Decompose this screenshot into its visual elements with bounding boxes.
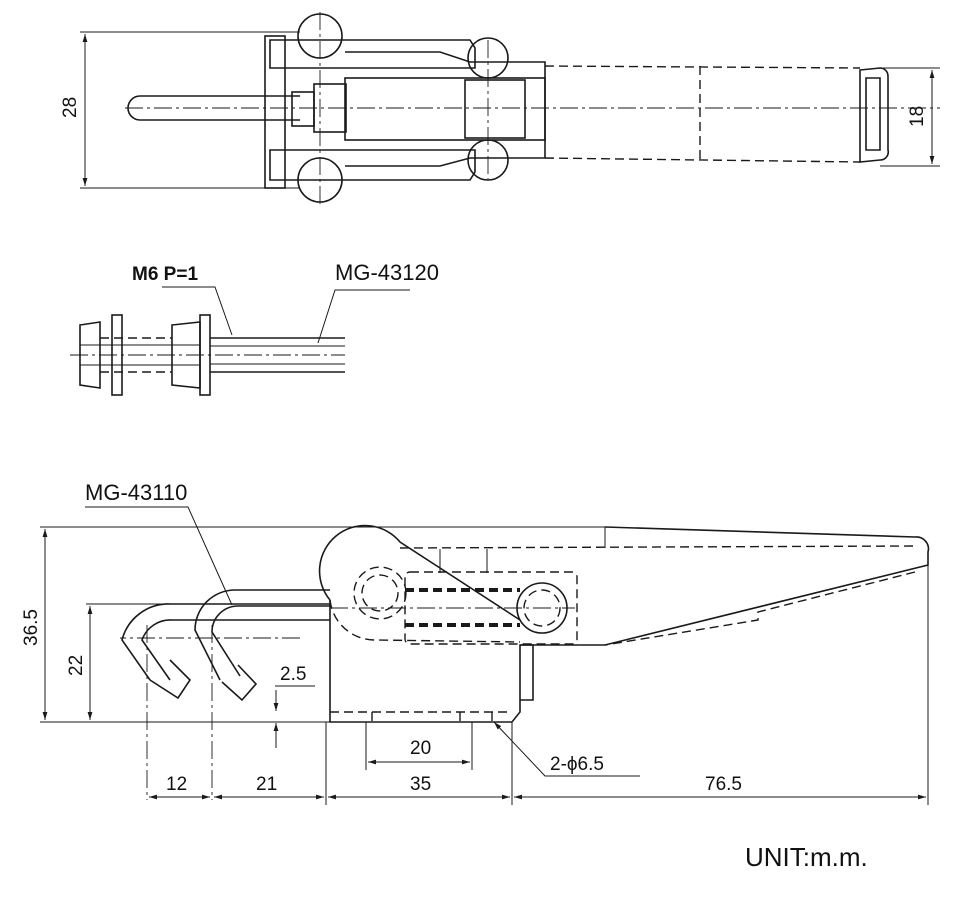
dim-width-18: 18 (907, 106, 928, 127)
dim-base-thickness: 2.5 (280, 664, 306, 685)
dim-hole-spacing: 20 (410, 738, 431, 759)
side-view: MG-43110 36.5 22 (21, 480, 930, 805)
unit-label: UNIT:m.m. (745, 842, 868, 872)
dim-hook-offset: 12 (166, 774, 187, 795)
hook-part-label: MG-43110 (85, 480, 187, 505)
dim-hook-to-base: 21 (256, 774, 277, 795)
rod-part-label: MG-43120 (335, 260, 439, 285)
fastener-view: M6 P=1 MG-43120 (70, 260, 439, 396)
hole-callout: 2-ϕ6.5 (550, 754, 604, 775)
top-view: 28 18 (60, 12, 940, 208)
dim-hook-height: 22 (66, 655, 87, 676)
dim-handle-length: 76.5 (705, 774, 742, 795)
thread-label: M6 P=1 (132, 264, 198, 285)
dim-overall-height: 36.5 (21, 609, 42, 646)
dim-base-length: 35 (410, 774, 431, 795)
dim-height-28: 28 (60, 97, 81, 118)
